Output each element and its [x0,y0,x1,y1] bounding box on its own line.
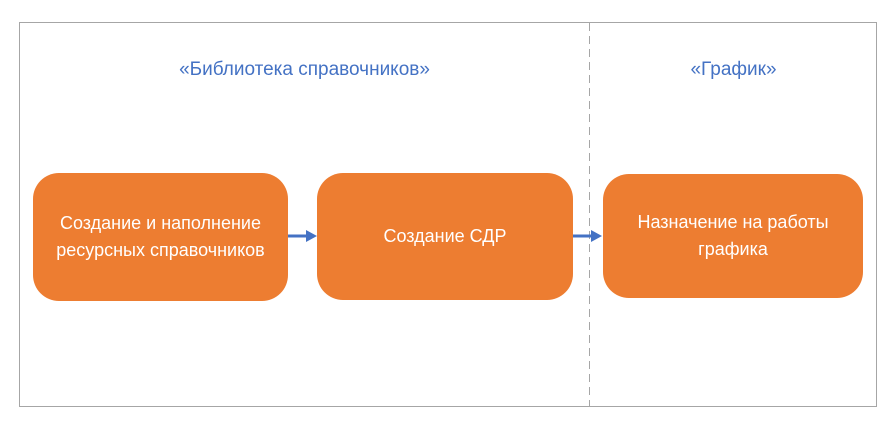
flow-arrow-right-icon-1 [288,230,317,242]
section-title-schedule: «График» [690,59,777,80]
section-divider-dashed-line [589,23,590,406]
flow-arrow-right-icon-2 [573,230,602,242]
section-title-library: «Библиотека справочников» [179,59,430,80]
flow-step-create-resource-directories: Создание и наполнение ресурсных справочн… [33,173,288,301]
flow-step-label: Создание и наполнение ресурсных справочн… [56,213,265,260]
flow-step-label: Создание СДР [383,226,507,246]
flow-step-create-wbs: Создание СДР [317,173,573,300]
flow-step-label: Назначение на работы графика [637,212,829,259]
flow-step-assign-schedule-works: Назначение на работы графика [603,174,863,298]
